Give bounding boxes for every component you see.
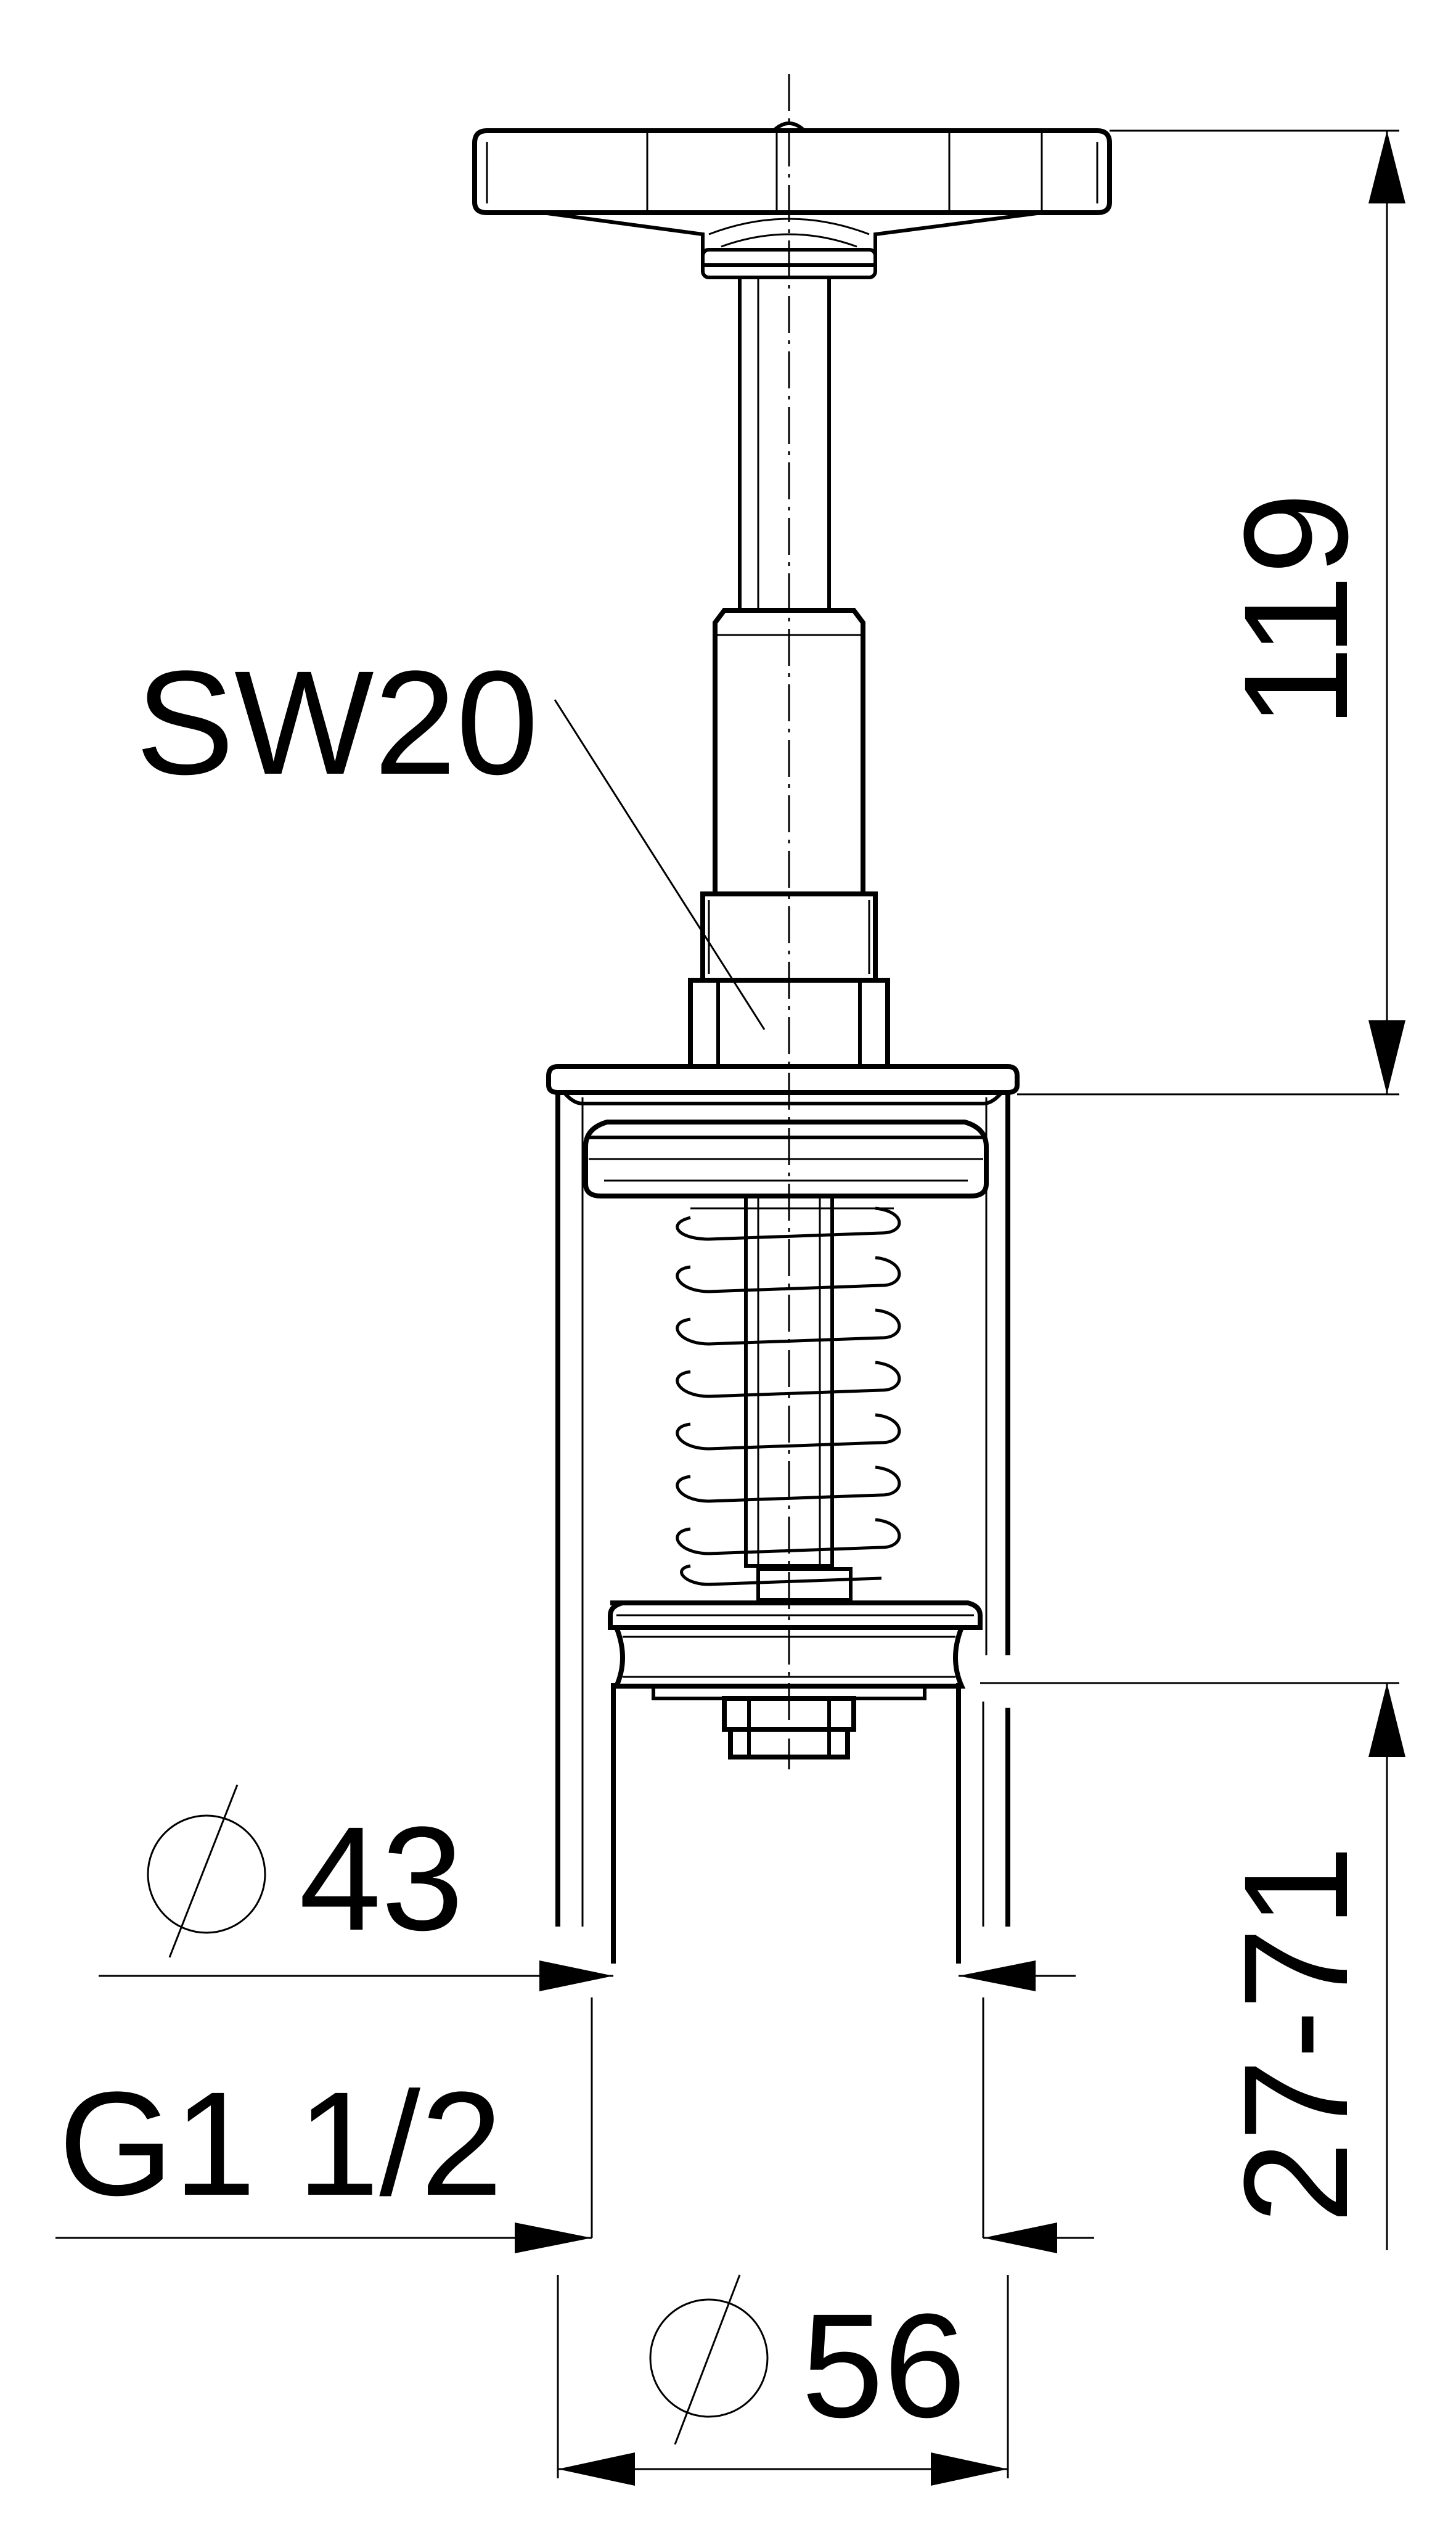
flange: [546, 1064, 1020, 1198]
dimension-27-71-label: 27-71: [1213, 1845, 1378, 2224]
thread-label: G1 1/2: [59, 2061, 502, 2226]
dimension-119: [1017, 129, 1405, 1096]
sw20-leader-line: [554, 699, 766, 1030]
inner-rod: [744, 1194, 834, 1568]
sw20-label: SW20: [136, 640, 539, 805]
dimension-thread: [55, 1997, 1094, 2253]
dimension-43-label: 43: [299, 1796, 464, 1961]
dimension-27-71: [980, 1682, 1405, 2250]
spindle: [738, 277, 831, 610]
dimension-56: [557, 2274, 1009, 2486]
dimension-119-label: 119: [1213, 493, 1378, 729]
valve-disc: [608, 1567, 983, 1759]
handwheel: [472, 121, 1112, 279]
dimension-43: [99, 1784, 1076, 1991]
body-walls: [555, 1092, 1010, 1964]
dimension-56-label: 56: [801, 2283, 966, 2448]
compression-spring: [676, 1206, 901, 1586]
